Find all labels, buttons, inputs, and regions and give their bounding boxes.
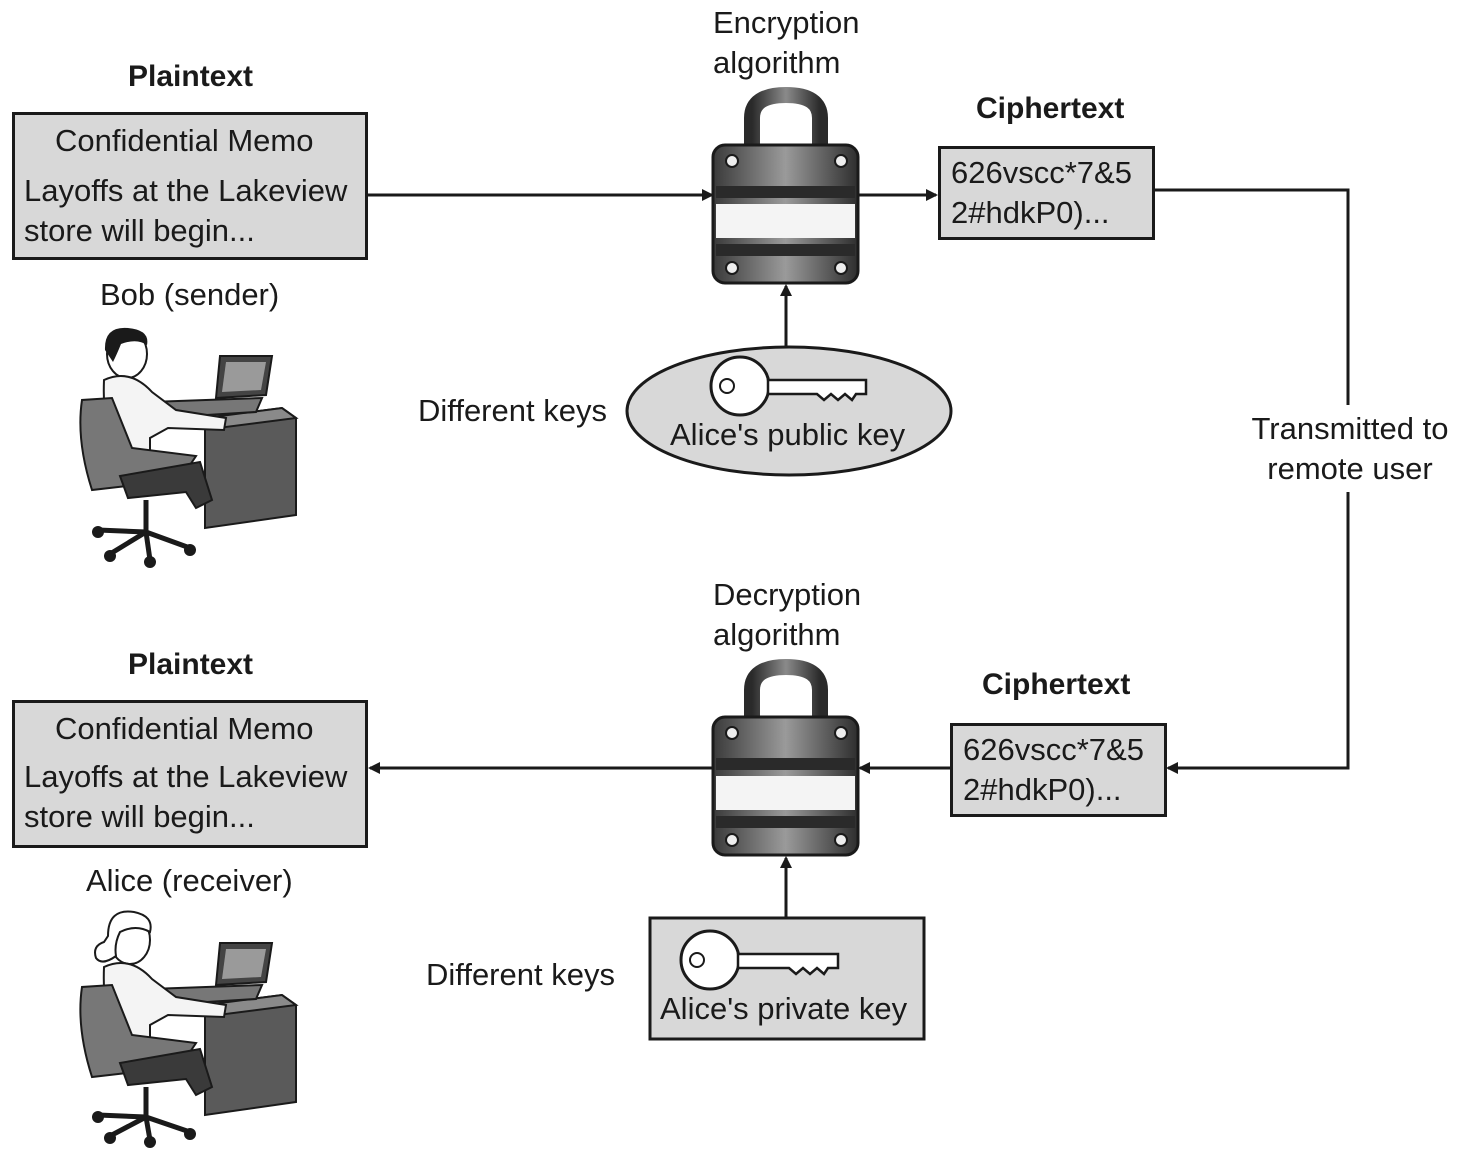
decryption-algorithm-label-line-2: algorithm xyxy=(713,617,841,652)
transmission-path-upper xyxy=(1155,188,1350,405)
encryption-lock-icon xyxy=(711,86,860,285)
top-cipher-line-2: 2#hdkP0)... xyxy=(951,195,1110,230)
top-ciphertext-box: 626vscc*7&5 2#hdkP0)... xyxy=(938,146,1155,240)
public-key-ellipse xyxy=(625,345,953,477)
bottom-cipher-line-2: 2#hdkP0)... xyxy=(963,772,1122,807)
bottom-ciphertext-heading: Ciphertext xyxy=(982,668,1131,701)
transmitted-label-line-1: Transmitted to xyxy=(1251,411,1449,446)
transmission-path-lower xyxy=(1166,492,1350,774)
top-memo-title: Confidential Memo xyxy=(55,123,314,158)
bottom-plaintext-memo-box: Confidential Memo Layoffs at the Lakevie… xyxy=(12,700,368,848)
sender-person-at-computer-icon xyxy=(79,327,299,568)
encryption-algorithm-label-line-2: algorithm xyxy=(713,45,841,80)
top-memo-line-1: Layoffs at the Lakeview xyxy=(24,173,348,208)
private-key-label: Alice's private key xyxy=(660,991,908,1026)
top-plaintext-memo-box: Confidential Memo Layoffs at the Lakevie… xyxy=(12,112,368,260)
bottom-different-keys-label: Different keys xyxy=(426,957,615,992)
bottom-ciphertext-box: 626vscc*7&5 2#hdkP0)... xyxy=(950,723,1167,817)
bottom-cipher-line-1: 626vscc*7&5 xyxy=(963,732,1144,767)
top-cipher-line-1: 626vscc*7&5 xyxy=(951,155,1132,190)
transmitted-label-line-2: remote user xyxy=(1267,451,1433,486)
receiver-person-at-computer-icon xyxy=(79,910,299,1148)
public-key-label: Alice's public key xyxy=(670,417,906,452)
bottom-plaintext-heading: Plaintext xyxy=(128,648,254,681)
bottom-memo-title: Confidential Memo xyxy=(55,711,314,746)
top-plaintext-heading: Plaintext xyxy=(128,60,254,93)
bottom-memo-line-1: Layoffs at the Lakeview xyxy=(24,759,348,794)
top-ciphertext-heading: Ciphertext xyxy=(976,92,1125,125)
top-different-keys-label: Different keys xyxy=(418,393,607,428)
private-key-icon xyxy=(679,929,840,991)
sender-label: Bob (sender) xyxy=(100,277,280,312)
public-key-icon xyxy=(709,355,868,417)
top-memo-line-2: store will begin... xyxy=(24,213,255,248)
encryption-algorithm-label-line-1: Encryption xyxy=(713,5,860,40)
receiver-label: Alice (receiver) xyxy=(86,863,293,898)
bottom-memo-line-2: store will begin... xyxy=(24,799,255,834)
decryption-algorithm-label-line-1: Decryption xyxy=(713,577,862,612)
decryption-lock-icon xyxy=(711,658,860,857)
